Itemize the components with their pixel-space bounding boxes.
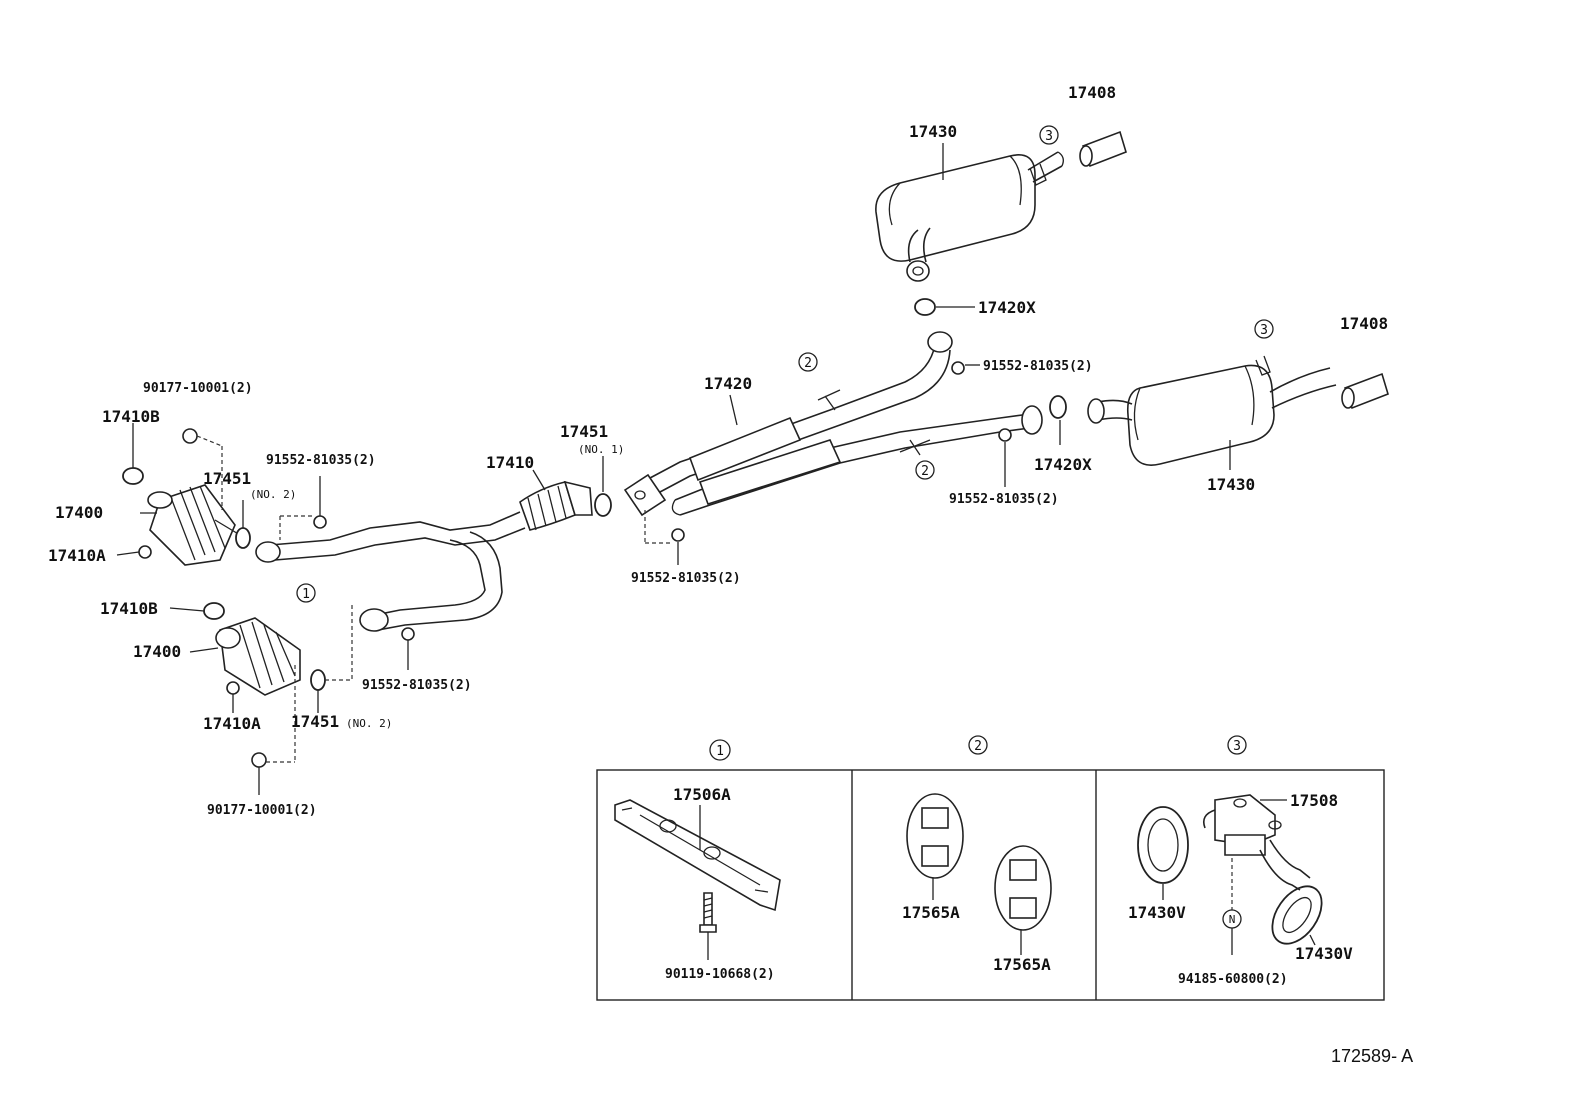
label-17410a-top: 17410A — [48, 546, 106, 565]
label-90177-top: 90177-10001(2) — [143, 381, 253, 396]
nut-17410a-upper — [138, 545, 152, 559]
label-17420: 17420 — [704, 374, 752, 393]
label-17430v-right: 17430V — [1295, 944, 1353, 963]
center-exhaust-pipe — [623, 331, 1043, 517]
nut-90177-upper — [182, 428, 198, 444]
label-17400-top: 17400 — [55, 503, 103, 522]
label-17408-right: 17408 — [1340, 314, 1388, 333]
label-91552-a: 91552-81035(2) — [983, 359, 1093, 374]
callout-1: 1 — [302, 587, 310, 602]
label-90177-bottom: 90177-10001(2) — [207, 803, 317, 818]
tail-pipe-finisher-upper — [1079, 130, 1127, 168]
rear-muffler-right — [1087, 355, 1337, 466]
label-91552-e: 91552-81035(2) — [362, 678, 472, 693]
inset-callout-1: 1 — [716, 744, 724, 759]
gasket-17420x-upper — [914, 298, 936, 316]
label-17506a: 17506A — [673, 785, 731, 804]
inset-callout-2: 2 — [974, 739, 982, 754]
gasket-17451-no2-lower — [310, 669, 326, 691]
callout-2-lower: 2 — [921, 464, 929, 479]
label-94185: 94185-60800(2) — [1178, 972, 1288, 987]
bolt-91552-d — [313, 515, 327, 529]
label-no2-top: (NO. 2) — [250, 488, 296, 501]
label-91552-c: 91552-81035(2) — [631, 571, 741, 586]
label-91552-d: 91552-81035(2) — [266, 453, 376, 468]
catalytic-converter-upper — [147, 484, 241, 566]
label-no1: (NO. 1) — [578, 443, 624, 456]
label-17420x-top: 17420X — [978, 298, 1036, 317]
part-labels: 17408 17430 17420X 91552-81035(2) 17408 … — [48, 83, 1388, 818]
label-17430-top: 17430 — [909, 122, 957, 141]
nut-17410a-lower — [226, 681, 240, 695]
label-17565a-right: 17565A — [993, 955, 1051, 974]
label-17420x-right: 17420X — [1034, 455, 1092, 474]
rear-muffler-upper — [875, 151, 1064, 282]
bolt-91552-e — [401, 627, 415, 641]
label-17430-right: 17430 — [1207, 475, 1255, 494]
label-17451-no1: 17451 — [560, 422, 608, 441]
label-17410b-top: 17410B — [102, 407, 160, 426]
label-17451-no2-bottom: 17451 — [291, 712, 339, 731]
callout-2-upper: 2 — [804, 356, 812, 371]
panel-2-hangers: 17565A 17565A — [902, 793, 1052, 974]
label-17508: 17508 — [1290, 791, 1338, 810]
label-17410: 17410 — [486, 453, 534, 472]
bolt-91552-a — [951, 361, 965, 375]
panel-1-bracket: 17506A 90119-10668(2) — [614, 785, 781, 982]
label-91552-b: 91552-81035(2) — [949, 492, 1059, 507]
front-exhaust-pipe — [255, 480, 593, 632]
label-17400-bottom: 17400 — [133, 642, 181, 661]
label-17430v-left: 17430V — [1128, 903, 1186, 922]
gasket-17451-no1 — [594, 493, 612, 517]
label-17565a-left: 17565A — [902, 903, 960, 922]
label-90119: 90119-10668(2) — [665, 967, 775, 982]
label-17451-no2-top: 17451 — [203, 469, 251, 488]
panel-3-bracket: N 17508 17430V 17430V 94185-60800(2) — [1128, 791, 1353, 987]
nut-90177-lower — [251, 752, 267, 768]
gasket-17451-no2-upper — [235, 527, 251, 549]
leader-lines — [116, 143, 1231, 795]
inset-callout-3: 3 — [1233, 739, 1241, 754]
label-17410a-bottom: 17410A — [203, 714, 261, 733]
diagram-code: 172589- A — [1331, 1046, 1413, 1066]
label-no2-bottom: (NO. 2) — [346, 717, 392, 730]
bolt-91552-c — [671, 528, 685, 542]
inset-panels: 1 2 3 17506A 90119-10668(2) — [596, 735, 1385, 1001]
catalytic-converter-lower — [215, 617, 301, 696]
gasket-17410b-lower — [203, 602, 225, 620]
callout-3-upper: 3 — [1045, 129, 1053, 144]
gasket-17410b-upper — [122, 467, 144, 485]
bolt-91552-b — [998, 428, 1012, 442]
label-17410b-bottom: 17410B — [100, 599, 158, 618]
callout-n: N — [1229, 913, 1236, 926]
label-17408-top: 17408 — [1068, 83, 1116, 102]
gasket-17420x-right — [1049, 395, 1067, 419]
circled-callouts: 3 3 2 2 1 — [296, 125, 1274, 603]
callout-3-right: 3 — [1260, 323, 1268, 338]
tail-pipe-finisher-right — [1341, 372, 1389, 410]
